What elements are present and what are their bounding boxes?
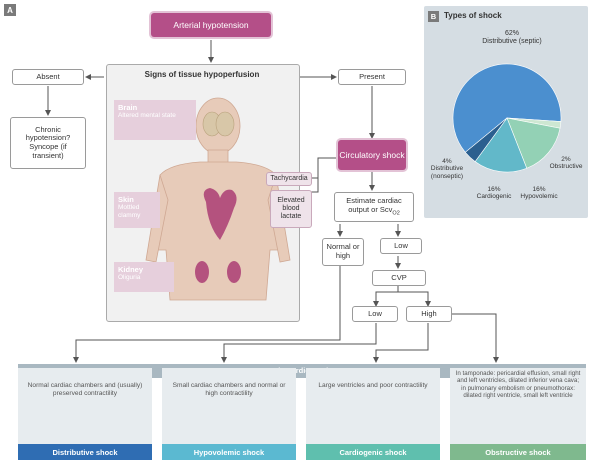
pie-label-septic: 62% Distributive (septic) [464, 30, 560, 46]
cvp-box: CVP [372, 270, 426, 286]
pie-slice-2 [506, 117, 561, 169]
kidney-label: Kidney [118, 265, 144, 274]
skin-label: Skin [118, 195, 134, 204]
normal-or-high-box: Normal or high [322, 238, 364, 266]
cardiogenic-shock-label: Cardiogenic shock [306, 444, 440, 460]
pie-slice-0 [452, 63, 562, 153]
kidney-callout: Kidney Oliguria [114, 262, 174, 292]
pie-pct-obstructive: 2% [561, 156, 571, 163]
skin-callout: Skin Mottled clammy [114, 192, 160, 228]
pie-pct-septic: 62% [504, 30, 519, 37]
echo-desc-distributive: Normal cardiac chambers and (usually) pr… [27, 382, 143, 397]
arterial-hypotension-box: Arterial hypotension [151, 13, 271, 37]
tachycardia-box: Tachycardia [266, 172, 312, 186]
kidney-sign: Oliguria [118, 274, 141, 281]
echocardiography-header: Echocardiography [18, 364, 586, 378]
echo-desc-obstructive: In tamponade: pericardial effusion, smal… [455, 370, 581, 400]
pie-name-obstructive: Obstructive [549, 163, 583, 171]
pie-name-septic: Distributive (septic) [482, 38, 542, 46]
echo-desc-hypovolemic: Small cardiac chambers and normal or hig… [172, 382, 286, 397]
chronic-hypotension-box: Chronic hypotension? Syncope (if transie… [10, 117, 86, 169]
circulatory-shock-box: Circulatory shock [338, 140, 406, 170]
distributive-shock-label: Distributive shock [18, 444, 152, 460]
pie-label-hypovolemic: 16% Hypovolemic [516, 186, 562, 201]
echo-column-obstructive: In tamponade: pericardial effusion, smal… [450, 368, 586, 460]
echo-column-hypovolemic: Small cardiac chambers and normal or hig… [162, 368, 296, 460]
pie-label-cardiogenic: 16% Cardiogenic [472, 186, 516, 201]
pie-label-obstructive: 2% Obstructive [546, 156, 586, 171]
pie-pct-nonseptic: 4% [442, 158, 452, 165]
present-box: Present [338, 69, 406, 85]
types-of-shock-title: Types of shock [444, 11, 502, 20]
estimate-text: Estimate cardiac output or Scv [346, 196, 402, 214]
echo-column-cardiogenic: Large ventricles and poor contractility … [306, 368, 440, 460]
brain-callout: Brain Altered mental state [114, 100, 196, 140]
pie-name-hypovolemic: Hypovolemic [520, 193, 558, 201]
pie-pct-cardiogenic: 16% [487, 186, 501, 193]
elevated-lactate-box: Elevated blood lactate [270, 190, 312, 228]
pie-name-nonseptic: Distributive (nonseptic) [430, 165, 464, 180]
skin-sign: Mottled clammy [118, 204, 141, 219]
estimate-subscript: O2 [392, 210, 400, 217]
absent-box: Absent [12, 69, 84, 85]
kidney-right-icon [227, 261, 241, 283]
pie-slice-4 [464, 117, 508, 163]
cvp-high-box: High [406, 306, 452, 322]
pie-pct-hypovolemic: 16% [532, 186, 546, 193]
kidney-left-icon [195, 261, 209, 283]
echo-column-distributive: Normal cardiac chambers and (usually) pr… [18, 368, 152, 460]
hypoperfusion-title: Signs of tissue hypoperfusion [144, 70, 260, 79]
panel-a-label: A [4, 4, 16, 16]
obstructive-shock-label: Obstructive shock [450, 444, 586, 460]
brain-label: Brain [118, 103, 138, 112]
low-output-box: Low [380, 238, 422, 254]
pie-label-nonseptic: 4% Distributive (nonseptic) [422, 158, 472, 180]
panel-b-label: B [428, 11, 439, 22]
cvp-low-box: Low [352, 306, 398, 322]
echo-desc-cardiogenic: Large ventricles and poor contractility [318, 382, 428, 389]
brain-sign: Altered mental state [118, 112, 176, 119]
heart-icon [203, 188, 237, 240]
pie-name-cardiogenic: Cardiogenic [476, 193, 512, 201]
hypovolemic-shock-label: Hypovolemic shock [162, 444, 296, 460]
estimate-cardiac-output-box: Estimate cardiac output or ScvO2 [334, 192, 414, 222]
pie-slice-3 [474, 117, 528, 173]
